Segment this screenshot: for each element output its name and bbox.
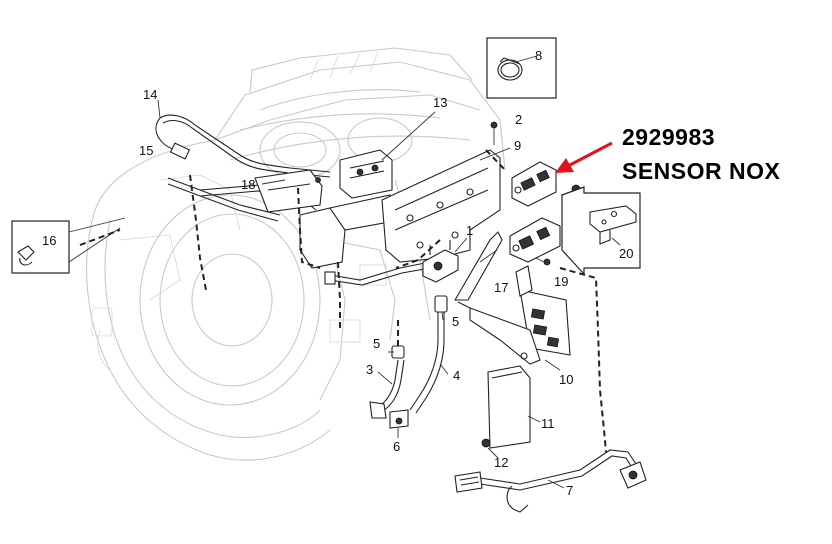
- callout-14: 14: [143, 87, 157, 102]
- callout-5-left: 5: [373, 336, 380, 351]
- callout-6: 6: [393, 439, 400, 454]
- part-number-label: 2929983: [622, 124, 715, 150]
- engine-ghost: [86, 47, 506, 461]
- bracket-13: [254, 149, 401, 269]
- callout-20: 20: [619, 246, 633, 261]
- part-1: [422, 237, 468, 283]
- callout-5-right: 5: [452, 314, 459, 329]
- bracket-17: [454, 231, 503, 309]
- dashed-routes: [79, 149, 607, 453]
- callout-12: 12: [494, 455, 508, 470]
- callout-15: 15: [139, 143, 153, 158]
- callout-18: 18: [241, 177, 255, 192]
- nox-sensor-upper: [511, 161, 557, 207]
- callout-19: 19: [554, 274, 568, 289]
- part-name-label: SENSOR NOX: [622, 158, 781, 184]
- inset-16: [11, 217, 126, 274]
- callout-7: 7: [566, 483, 573, 498]
- callout-9: 9: [514, 138, 521, 153]
- bracket-9: [381, 121, 501, 263]
- callout-13: 13: [433, 95, 447, 110]
- cover-11: [487, 365, 531, 449]
- inset-8: [486, 37, 557, 99]
- annotation-arrow: [555, 141, 613, 173]
- callout-4: 4: [453, 368, 460, 383]
- callout-labels: 1 2 3 4 5 5 6 7 8 9 10 11 12 13 14 15 16…: [42, 48, 633, 498]
- nox-sensor-lower: [509, 217, 570, 263]
- callout-3: 3: [366, 362, 373, 377]
- bracket-10: [469, 258, 571, 365]
- callout-1: 1: [466, 223, 473, 238]
- inset-20: [561, 186, 641, 276]
- nut-12: [481, 438, 491, 448]
- pipes: [369, 295, 448, 429]
- callout-10: 10: [559, 372, 573, 387]
- callout-11: 11: [541, 416, 555, 431]
- callout-16: 16: [42, 233, 56, 248]
- tube-7: [454, 449, 647, 513]
- leader-lines: [157, 55, 621, 489]
- callout-17: 17: [494, 280, 508, 295]
- callout-2: 2: [515, 112, 522, 127]
- callout-8: 8: [535, 48, 542, 63]
